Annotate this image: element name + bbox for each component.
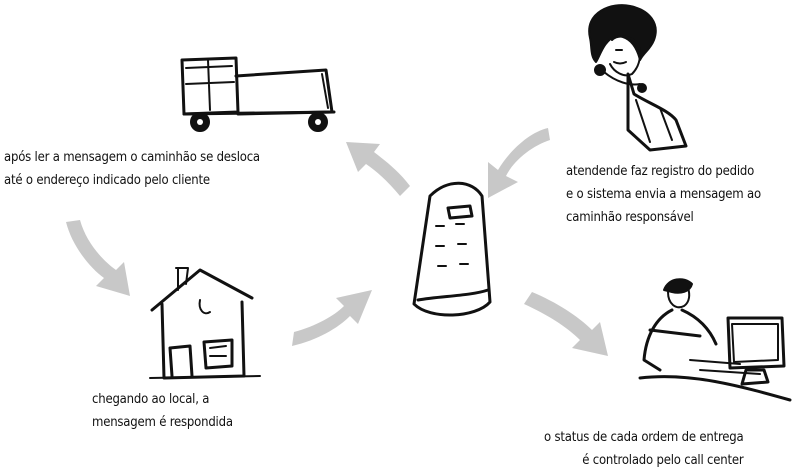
arrow-device-to-truck (346, 142, 410, 196)
caption-line: após ler a mensagem o caminhão se desloc… (4, 150, 260, 165)
caption-house: chegando ao local, a mensagem é respondi… (92, 388, 233, 434)
caption-line: caminhão responsável (566, 210, 694, 225)
caption-line: atendende faz registro do pedido (566, 164, 755, 179)
caption-line: até o endereço indicado pelo cliente (4, 173, 210, 188)
caption-line: é controlado pelo call center (582, 453, 744, 468)
caption-status: o status de cada ordem de entrega é cont… (544, 426, 744, 472)
arrow-truck-to-house (66, 220, 130, 296)
arrow-device-to-computer (524, 292, 608, 356)
arrow-operator-to-device (488, 128, 550, 198)
computer-user-icon (638, 278, 792, 402)
truck-icon (180, 56, 336, 132)
caption-line: mensagem é respondida (92, 415, 233, 430)
flow-arrows (66, 128, 608, 356)
pager-device-icon (412, 181, 492, 317)
caption-line: o status de cada ordem de entrega (544, 430, 744, 445)
caption-line: e o sistema envia a mensagem ao (566, 187, 761, 202)
caption-truck: após ler a mensagem o caminhão se desloc… (4, 146, 260, 192)
arrow-house-to-device (292, 290, 372, 346)
caption-operator: atendende faz registro do pedido e o sis… (566, 160, 761, 229)
operator-icon (588, 4, 688, 152)
caption-line: chegando ao local, a (92, 392, 210, 407)
house-icon (149, 267, 261, 380)
